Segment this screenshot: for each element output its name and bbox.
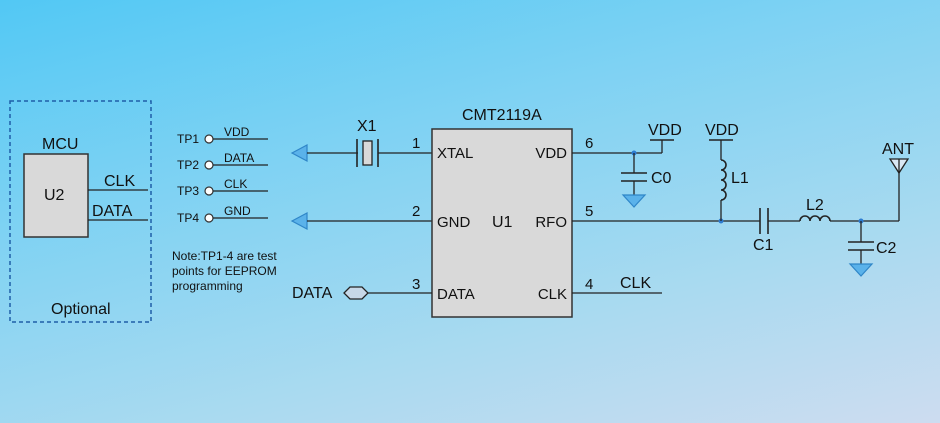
vdd-label-2: VDD bbox=[705, 122, 739, 139]
note-line-2: points for EEPROM bbox=[172, 264, 277, 278]
pin-num-3: 3 bbox=[412, 276, 420, 293]
pin-label-clk: CLK bbox=[538, 286, 567, 303]
tp-name: TP2 bbox=[177, 158, 199, 172]
mcu-data-label: DATA bbox=[92, 203, 133, 220]
chip-ref: U1 bbox=[492, 214, 513, 231]
ground-icon bbox=[621, 194, 647, 208]
optional-box bbox=[9, 100, 152, 323]
pin-num-6: 6 bbox=[585, 135, 593, 152]
pin-label-xtal: XTAL bbox=[437, 145, 473, 162]
vdd-label-1: VDD bbox=[648, 122, 682, 139]
l2-label: L2 bbox=[806, 197, 824, 214]
chip-body bbox=[431, 128, 573, 318]
inductor-l1-icon bbox=[720, 159, 727, 201]
tp-pad-icon bbox=[204, 134, 214, 144]
mcu-ref: U2 bbox=[44, 187, 65, 204]
c1-label: C1 bbox=[753, 237, 774, 254]
pin-label-rfo: RFO bbox=[535, 214, 567, 231]
ground-arrow-icon bbox=[290, 144, 308, 162]
mcu-chip bbox=[23, 153, 89, 238]
tp-name: TP4 bbox=[177, 211, 199, 225]
mcu-clk-label: CLK bbox=[104, 173, 135, 190]
test-point-2: TP2 DATA bbox=[177, 151, 268, 172]
pin-num-4: 4 bbox=[585, 276, 593, 293]
l1-label: L1 bbox=[731, 170, 749, 187]
antenna-label: ANT bbox=[882, 141, 914, 158]
pin-num-1: 1 bbox=[412, 135, 420, 152]
test-point-3: TP3 CLK bbox=[177, 177, 268, 198]
pin-label-gnd: GND bbox=[437, 214, 471, 231]
test-point-4: TP4 GND bbox=[177, 204, 268, 225]
pin-num-5: 5 bbox=[585, 203, 593, 220]
tp-name: TP1 bbox=[177, 132, 199, 146]
tp-signal: CLK bbox=[224, 177, 247, 191]
pin-label-vdd: VDD bbox=[535, 145, 567, 162]
data-port-icon bbox=[343, 286, 369, 300]
optional-label: Optional bbox=[51, 301, 111, 318]
ground-arrow-icon bbox=[290, 212, 308, 230]
tp-pad-icon bbox=[204, 213, 214, 223]
ground-icon bbox=[848, 263, 874, 277]
note-line-1: Note:TP1-4 are test bbox=[172, 249, 277, 263]
c0-label: C0 bbox=[651, 170, 672, 187]
chip-name: CMT2119A bbox=[462, 107, 542, 124]
pin-label-data: DATA bbox=[437, 286, 475, 303]
crystal-label: X1 bbox=[357, 118, 377, 135]
note-line-3: programming bbox=[172, 279, 243, 293]
tp-signal: GND bbox=[224, 204, 251, 218]
tp-pad-icon bbox=[204, 186, 214, 196]
tp-name: TP3 bbox=[177, 184, 199, 198]
clk-net-label: CLK bbox=[620, 275, 651, 292]
inductor-l2-icon bbox=[799, 215, 831, 222]
test-point-1: TP1 VDD bbox=[177, 125, 268, 146]
pin-num-2: 2 bbox=[412, 203, 420, 220]
data-port-label: DATA bbox=[292, 285, 333, 302]
tp-signal: DATA bbox=[224, 151, 254, 165]
tp-signal: VDD bbox=[224, 125, 250, 139]
mcu-title: MCU bbox=[42, 136, 78, 153]
crystal-body-icon bbox=[362, 140, 373, 166]
c2-label: C2 bbox=[876, 240, 897, 257]
tp-pad-icon bbox=[204, 160, 214, 170]
